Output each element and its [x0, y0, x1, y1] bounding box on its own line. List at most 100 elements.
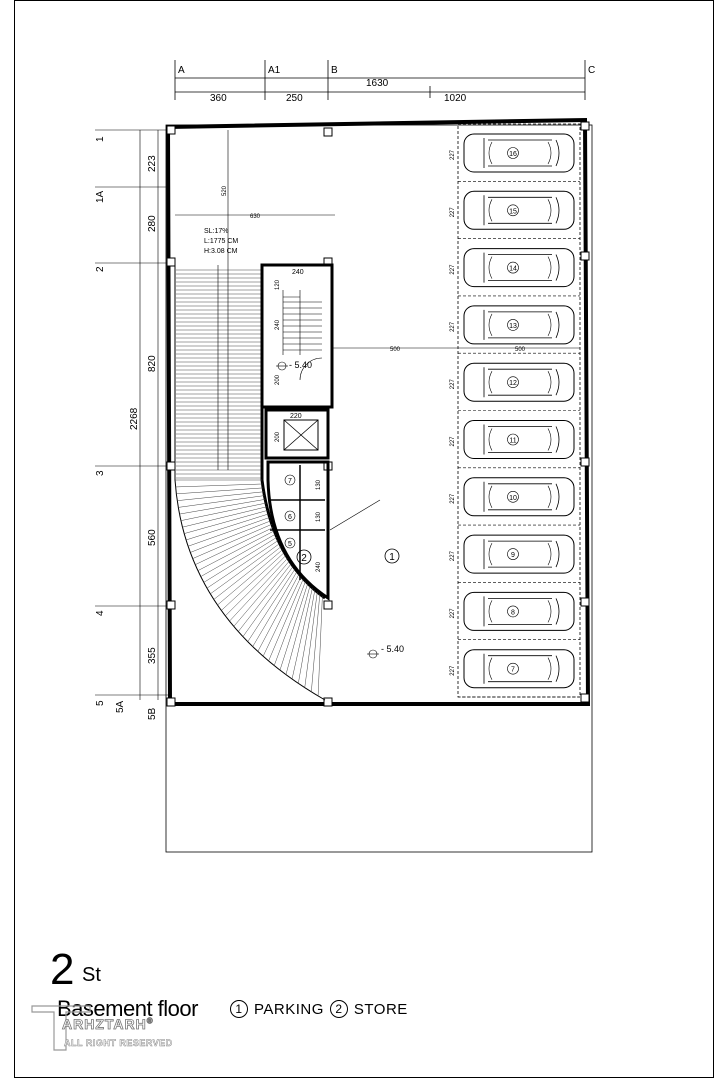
car-icon [463, 133, 575, 173]
bay-width-label: 227 [450, 379, 456, 390]
legend-label-parking: PARKING [254, 1000, 324, 1018]
parking-space: 11 227 [450, 420, 580, 469]
brand-name: ARHZTARH® [62, 1016, 154, 1033]
store-room-6: 6 [288, 514, 292, 521]
parking-space: 10 227 [450, 477, 580, 526]
dim-parking-500b: 500 [515, 347, 526, 353]
dim-left-3: 820 [147, 355, 158, 372]
axis-label-3: 3 [95, 470, 106, 476]
floor-suffix: St [82, 964, 101, 986]
dim-left-1: 223 [147, 155, 158, 172]
parking-space-number: 13 [509, 323, 517, 330]
bay-width-label: 227 [450, 321, 456, 332]
car-icon [463, 534, 575, 574]
axis-label-2: 2 [95, 266, 106, 272]
bay-width-label: 227 [450, 550, 456, 561]
dim-left-4: 560 [147, 529, 158, 546]
bay-width-label: 227 [450, 665, 456, 676]
floor-number: 2 [50, 945, 75, 994]
parking-space-number: 14 [509, 266, 517, 273]
dim-left-5: 355 [147, 647, 158, 664]
dim-top-2: 250 [286, 93, 303, 104]
parking-area: 1 500 500 [332, 347, 580, 564]
car-icon [463, 477, 575, 517]
parking-space-number: 10 [509, 495, 517, 502]
axis-label-1A: 1A [95, 190, 106, 203]
brand-rights: ALL RIGHT RESERVED [64, 1038, 173, 1049]
legend-label-store: STORE [353, 1000, 408, 1018]
stair-core: 240 120 240 200 [260, 263, 334, 409]
dim-top-1: 360 [210, 93, 227, 104]
drawing-frame [14, 0, 714, 1078]
car-icon [463, 248, 575, 288]
parking-space-number: 7 [511, 667, 515, 674]
dim-core-120: 120 [275, 279, 281, 290]
dim-elev-200: 200 [275, 431, 281, 442]
axis-label-A1: A1 [268, 65, 281, 76]
car-icon [463, 305, 575, 345]
column-axes: A A1 B C 360 250 1630 1020 [174, 60, 595, 104]
car-icon [463, 362, 575, 402]
car-icon [463, 591, 575, 631]
parking-space-number: 9 [511, 552, 515, 559]
dim-core-240b: 240 [275, 319, 281, 330]
bay-width-label: 227 [450, 493, 456, 504]
parking-space-number: 8 [511, 609, 515, 616]
parking-space: 14 227 [450, 248, 580, 297]
parking-space: 12 227 [450, 362, 580, 411]
axis-label-1: 1 [95, 136, 106, 142]
car-icon [463, 190, 575, 230]
parking-space: 16 227 [450, 133, 580, 182]
basement-floor-plan: A A1 B C 360 250 1630 1020 1 1A 2 3 4 5 … [95, 60, 595, 853]
dim-core-200: 200 [275, 374, 281, 385]
parking-space-number: 12 [509, 380, 517, 387]
columns [166, 121, 590, 707]
parking-space-number: 16 [509, 151, 517, 158]
parking-space-number: 15 [509, 208, 517, 215]
car-icon [463, 420, 575, 459]
dim-store-130b: 130 [316, 511, 322, 522]
bay-width-label: 227 [450, 149, 456, 160]
level-core: - 5.40 [289, 360, 312, 370]
level-markers: - 5.40 - 5.40 [276, 360, 404, 659]
bay-width-label: 227 [450, 608, 456, 619]
axis-label-5A: 5A [115, 700, 126, 713]
parking-bays: 16 227 15 227 14 227 13 227 12 227 11 227 10 227 9 227 8… [450, 123, 581, 698]
elevator: 220 200 [264, 408, 330, 460]
dim-parking-500a: 500 [390, 347, 401, 353]
axis-label-C: C [588, 65, 595, 76]
store-tag: 2 [301, 553, 307, 564]
ramp [174, 130, 326, 701]
axis-label-4: 4 [95, 610, 106, 616]
bay-width-label: 227 [450, 264, 456, 275]
dim-store-130a: 130 [316, 479, 322, 490]
dim-core-240: 240 [292, 269, 304, 276]
brand-logo-icon [31, 1005, 91, 1051]
dim-top-3: 1630 [366, 78, 389, 89]
svg-text:H:3.08 CM: H:3.08 CM [204, 248, 238, 255]
parking-space: 7 227 [450, 649, 580, 698]
storage-rooms: 7 6 5 130 130 240 2 [266, 460, 381, 601]
legend: 1 PARKING 2 STORE [230, 1000, 408, 1018]
svg-text:L:1775 CM: L:1775 CM [204, 238, 238, 245]
axis-label-5: 5 [95, 700, 106, 706]
level-parking: - 5.40 [381, 644, 404, 654]
axis-label-5B: 5B [147, 707, 158, 720]
parking-space-number: 11 [509, 438, 516, 445]
parking-space: 13 227 [450, 305, 580, 354]
axis-label-B: B [331, 65, 338, 76]
dim-left-2: 280 [147, 215, 158, 232]
row-axes: 1 1A 2 3 4 5 5A 5B 223 280 820 2268 560 … [95, 129, 170, 720]
floor-title: Basement floor [57, 996, 198, 1021]
store-room-7: 7 [288, 478, 292, 485]
dim-store-240: 240 [316, 561, 322, 572]
car-icon [463, 649, 575, 689]
svg-text:SL:17%: SL:17% [204, 228, 229, 235]
store-room-5: 5 [288, 541, 292, 548]
svg-text:520: 520 [222, 185, 228, 196]
dim-top-4: 1020 [444, 93, 467, 104]
bay-width-label: 227 [450, 436, 456, 447]
parking-space: 9 227 [450, 534, 580, 583]
outer-wall [165, 117, 591, 706]
ramp-note: SL:17% L:1775 CM H:3.08 CM 630 520 [175, 185, 335, 255]
